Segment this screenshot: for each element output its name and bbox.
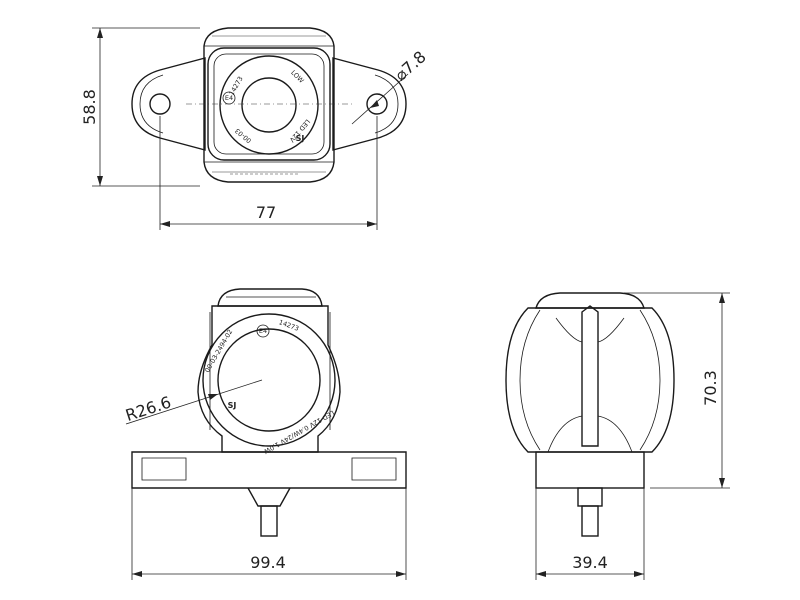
dim-side-width: 39.4 [535, 488, 645, 580]
dim-label-99-4: 99.4 [250, 553, 286, 572]
side-view [505, 292, 675, 537]
flange-right [332, 57, 407, 151]
front-body [197, 305, 341, 453]
approval-mark: E4 [259, 327, 267, 335]
svg-text:SJ: SJ [296, 134, 305, 143]
front-stud-neck [247, 487, 291, 507]
dim-label-39-4: 39.4 [572, 553, 608, 572]
flange-left [131, 57, 206, 151]
part-number-mark: 00-03-2494-02 [203, 328, 234, 374]
dim-label-70-3: 70.3 [701, 370, 720, 406]
front-lens-outer [202, 313, 336, 447]
rating-mark: LED 12V 0.4W/24V 1.0W [262, 408, 336, 455]
mount-hole-left [149, 93, 171, 115]
lens-inner [241, 77, 297, 133]
svg-text:LOW: LOW [289, 69, 306, 86]
side-stud [581, 505, 599, 537]
dim-hole-diameter: ⌀7.8 [351, 47, 430, 125]
dim-top-height: 58.8 [80, 27, 200, 187]
dim-side-height: 70.3 [624, 292, 730, 489]
front-top-cap [217, 288, 323, 307]
approval-circle-front [256, 324, 270, 338]
front-view: 00-03-2494-02 14273 LED 12V 0.4W/24V 1.0… [123, 288, 407, 537]
svg-text:E4: E4 [225, 94, 233, 102]
mount-hole-right [366, 93, 388, 115]
front-lens-inner [217, 328, 321, 432]
side-top-cap [535, 292, 645, 309]
side-body [505, 307, 675, 453]
top-view: 14273 LOW LED 12V 00-03 E4 SJ [131, 27, 407, 183]
dim-front-width: 99.4 [131, 488, 407, 580]
lens-outer [219, 55, 319, 155]
dim-top-width: 77 [159, 116, 378, 230]
side-base [535, 451, 645, 489]
front-base [131, 451, 407, 489]
dim-label-radius: R26.6 [123, 393, 173, 426]
top-body [203, 27, 335, 183]
side-stud-neck [577, 487, 603, 507]
side-web [581, 305, 599, 447]
dim-label-58-8: 58.8 [80, 89, 99, 125]
front-stud [260, 505, 278, 537]
dim-label-77: 77 [256, 203, 276, 222]
logo-mark: SJ [228, 401, 237, 410]
